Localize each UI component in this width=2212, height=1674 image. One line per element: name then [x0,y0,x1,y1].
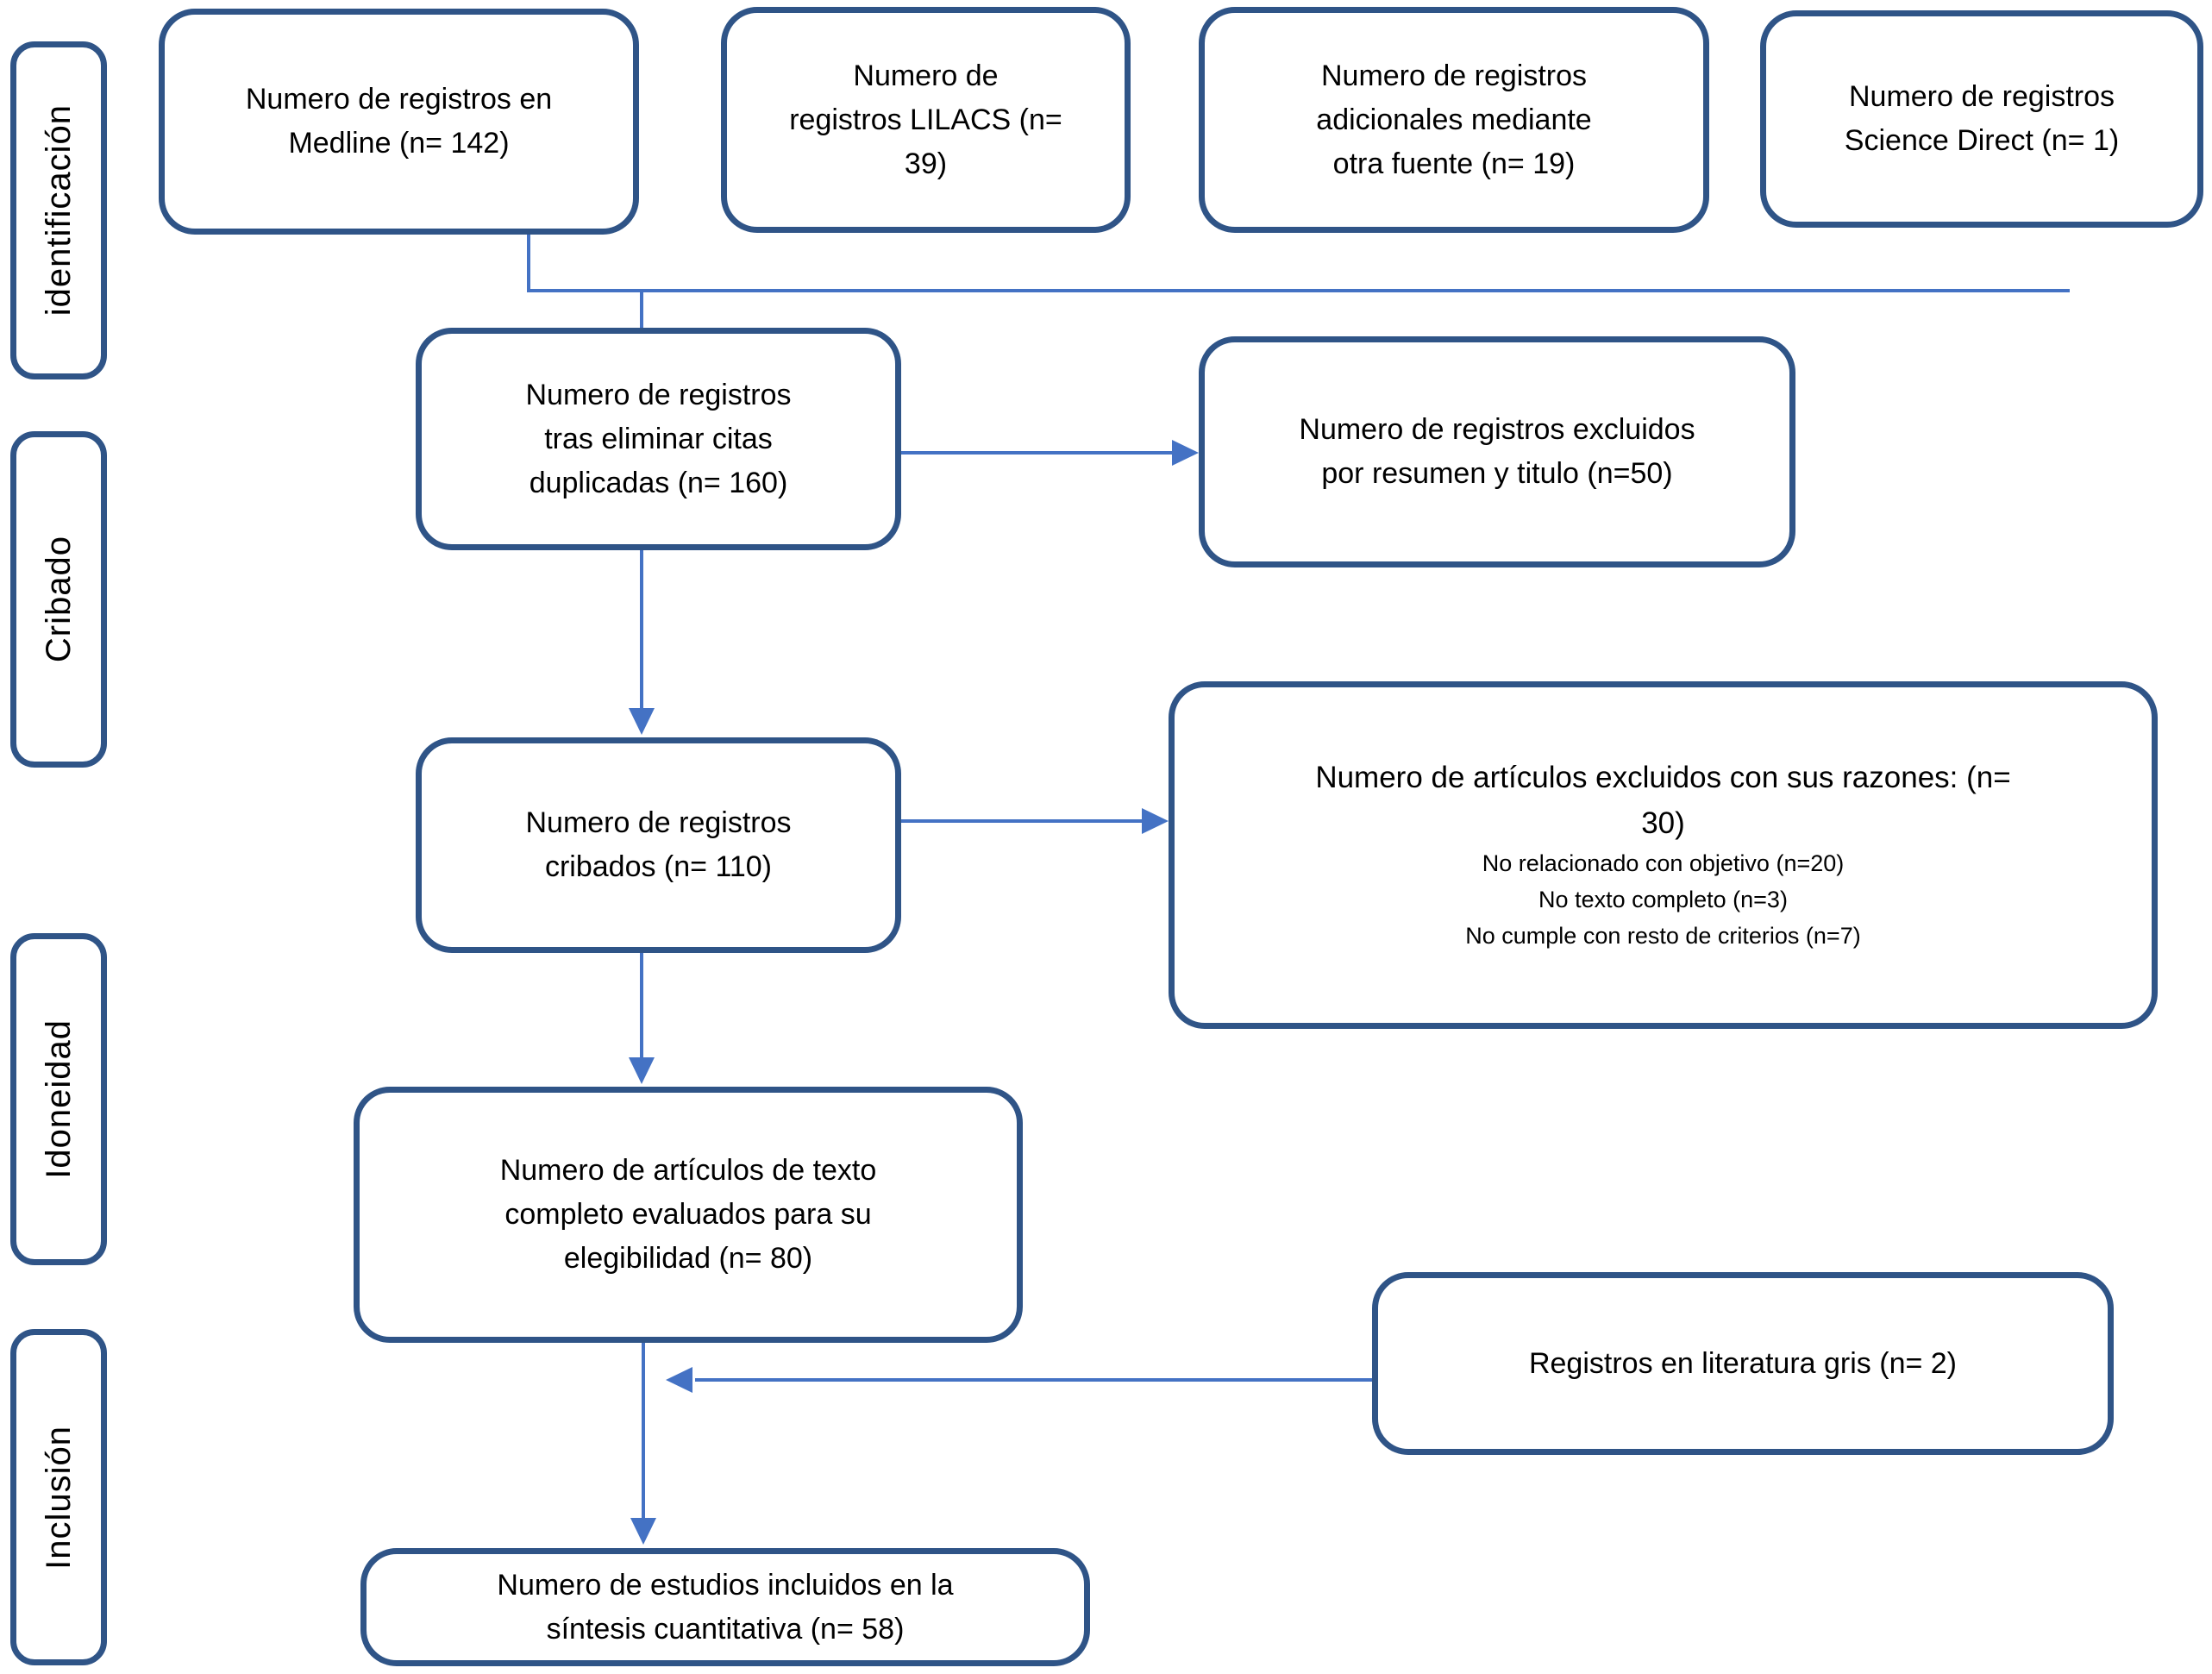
connector-gris-line [695,1378,1372,1382]
box-science-direct: Numero de registros Science Direct (n= 1… [1760,10,2203,228]
box-duplicadas-text: Numero de registros tras eliminar citas … [525,378,792,499]
connector-medline-drop [527,235,530,291]
box-incluidos: Numero de estudios incluidos en la sínte… [360,1548,1090,1666]
connector-duplicadas-excluidos [901,451,1173,455]
stage-idoneidad-label: Idoneidad [39,1019,78,1179]
stage-cribado-label: Cribado [39,536,78,663]
arrowhead-right-excluidos-icon [1172,440,1199,466]
arrowhead-down-texto-icon [629,1057,655,1084]
stage-identificacion: identificación [10,41,107,379]
connector-collector-line [527,289,2070,292]
box-lilacs: Numero de registros LILACS (n= 39) [721,7,1131,233]
connector-cribados-excluidos [901,819,1144,823]
stage-inclusion: Inclusión [10,1329,107,1665]
box-otra-fuente-text: Numero de registros adicionales mediante… [1316,59,1592,180]
arrowhead-down-cribados-icon [629,708,655,735]
box-excluidos-resumen: Numero de registros excluidos por resume… [1199,336,1795,567]
box-otra-fuente: Numero de registros adicionales mediante… [1199,7,1709,233]
razon-objetivo: No relacionado con objetivo (n=20) [1482,850,1845,877]
box-cribados: Numero de registros cribados (n= 110) [416,737,901,953]
box-literatura-gris: Registros en literatura gris (n= 2) [1372,1272,2114,1455]
box-science-direct-text: Numero de registros Science Direct (n= 1… [1844,80,2120,157]
connector-into-duplicadas [640,291,643,329]
box-texto-completo: Numero de artículos de texto completo ev… [354,1087,1023,1343]
box-literatura-gris-text: Registros en literatura gris (n= 2) [1528,1346,1958,1380]
box-duplicadas: Numero de registros tras eliminar citas … [416,328,901,550]
stage-inclusion-label: Inclusión [39,1425,78,1570]
box-incluidos-text: Numero de estudios incluidos en la sínte… [497,1568,954,1646]
arrowhead-left-gris-icon [666,1367,692,1393]
razon-criterios: No cumple con resto de criterios (n=7) [1465,922,1861,949]
box-cribados-text: Numero de registros cribados (n= 110) [525,806,792,883]
box-medline: Numero de registros en Medline (n= 142) [159,9,639,235]
box-excluidos-resumen-text: Numero de registros excluidos por resume… [1299,413,1695,490]
connector-cribados-texto [640,953,643,1059]
stage-cribado: Cribado [10,431,107,768]
razon-texto-completo: No texto completo (n=3) [1538,887,1788,913]
connector-texto-incluidos [642,1343,645,1520]
box-texto-completo-text: Numero de artículos de texto completo ev… [499,1154,877,1275]
box-excluidos-razones-title: Numero de artículos excluidos con sus ra… [1315,761,2011,840]
arrowhead-right-razones-icon [1142,808,1169,834]
connector-duplicadas-cribados [640,550,643,710]
stage-idoneidad: Idoneidad [10,933,107,1265]
arrowhead-down-incluidos-icon [630,1518,656,1545]
box-lilacs-text: Numero de registros LILACS (n= 39) [789,59,1062,180]
stage-identificacion-label: identificación [39,104,78,317]
box-excluidos-razones: Numero de artículos excluidos con sus ra… [1169,681,2158,1029]
box-medline-text: Numero de registros en Medline (n= 142) [245,83,553,160]
